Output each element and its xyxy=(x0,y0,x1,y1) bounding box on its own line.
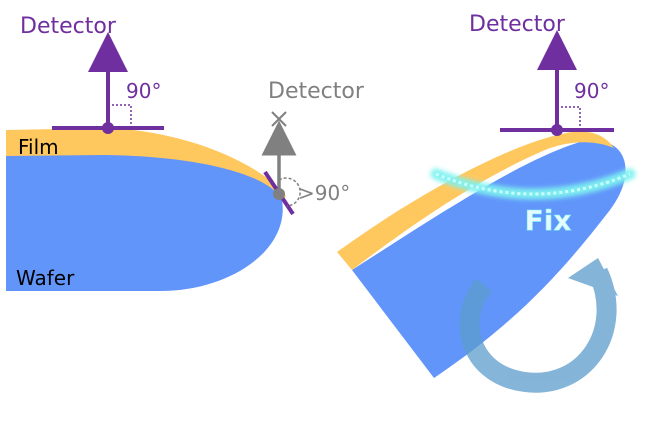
left-detector: Detector 90° xyxy=(20,14,164,134)
left-wafer-group xyxy=(6,128,286,291)
right-wafer-group xyxy=(337,131,626,378)
left-film-layer xyxy=(6,128,286,200)
rotate-arrow-body xyxy=(459,267,617,393)
fix-label: Fix xyxy=(525,204,572,237)
blocked-cross-icon xyxy=(271,111,287,127)
film-label: Film xyxy=(18,135,59,159)
fix-band xyxy=(430,168,636,200)
edge-angle-label: >90° xyxy=(298,181,350,205)
edge-angle-arc-icon xyxy=(278,177,301,207)
left-angle-label: 90° xyxy=(126,79,161,103)
right-detector: Detector 90° xyxy=(469,12,614,136)
left-contact-point xyxy=(102,122,114,134)
wafer-label: Wafer xyxy=(16,266,75,290)
edge-detector: Detector >90° xyxy=(261,79,365,216)
right-detector-label: Detector xyxy=(469,12,566,37)
rotate-arrow-head xyxy=(568,258,618,296)
left-detector-label: Detector xyxy=(20,14,117,39)
right-film-layer xyxy=(337,131,614,270)
fix-band-dash xyxy=(435,172,631,196)
left-wafer-body xyxy=(6,155,283,291)
edge-detector-label: Detector xyxy=(268,79,365,104)
right-wafer-body xyxy=(352,140,626,378)
right-contact-point xyxy=(551,124,563,136)
rotate-arrow-icon xyxy=(459,258,618,393)
right-angle-label: 90° xyxy=(574,79,609,103)
edge-contact-point xyxy=(273,188,285,200)
